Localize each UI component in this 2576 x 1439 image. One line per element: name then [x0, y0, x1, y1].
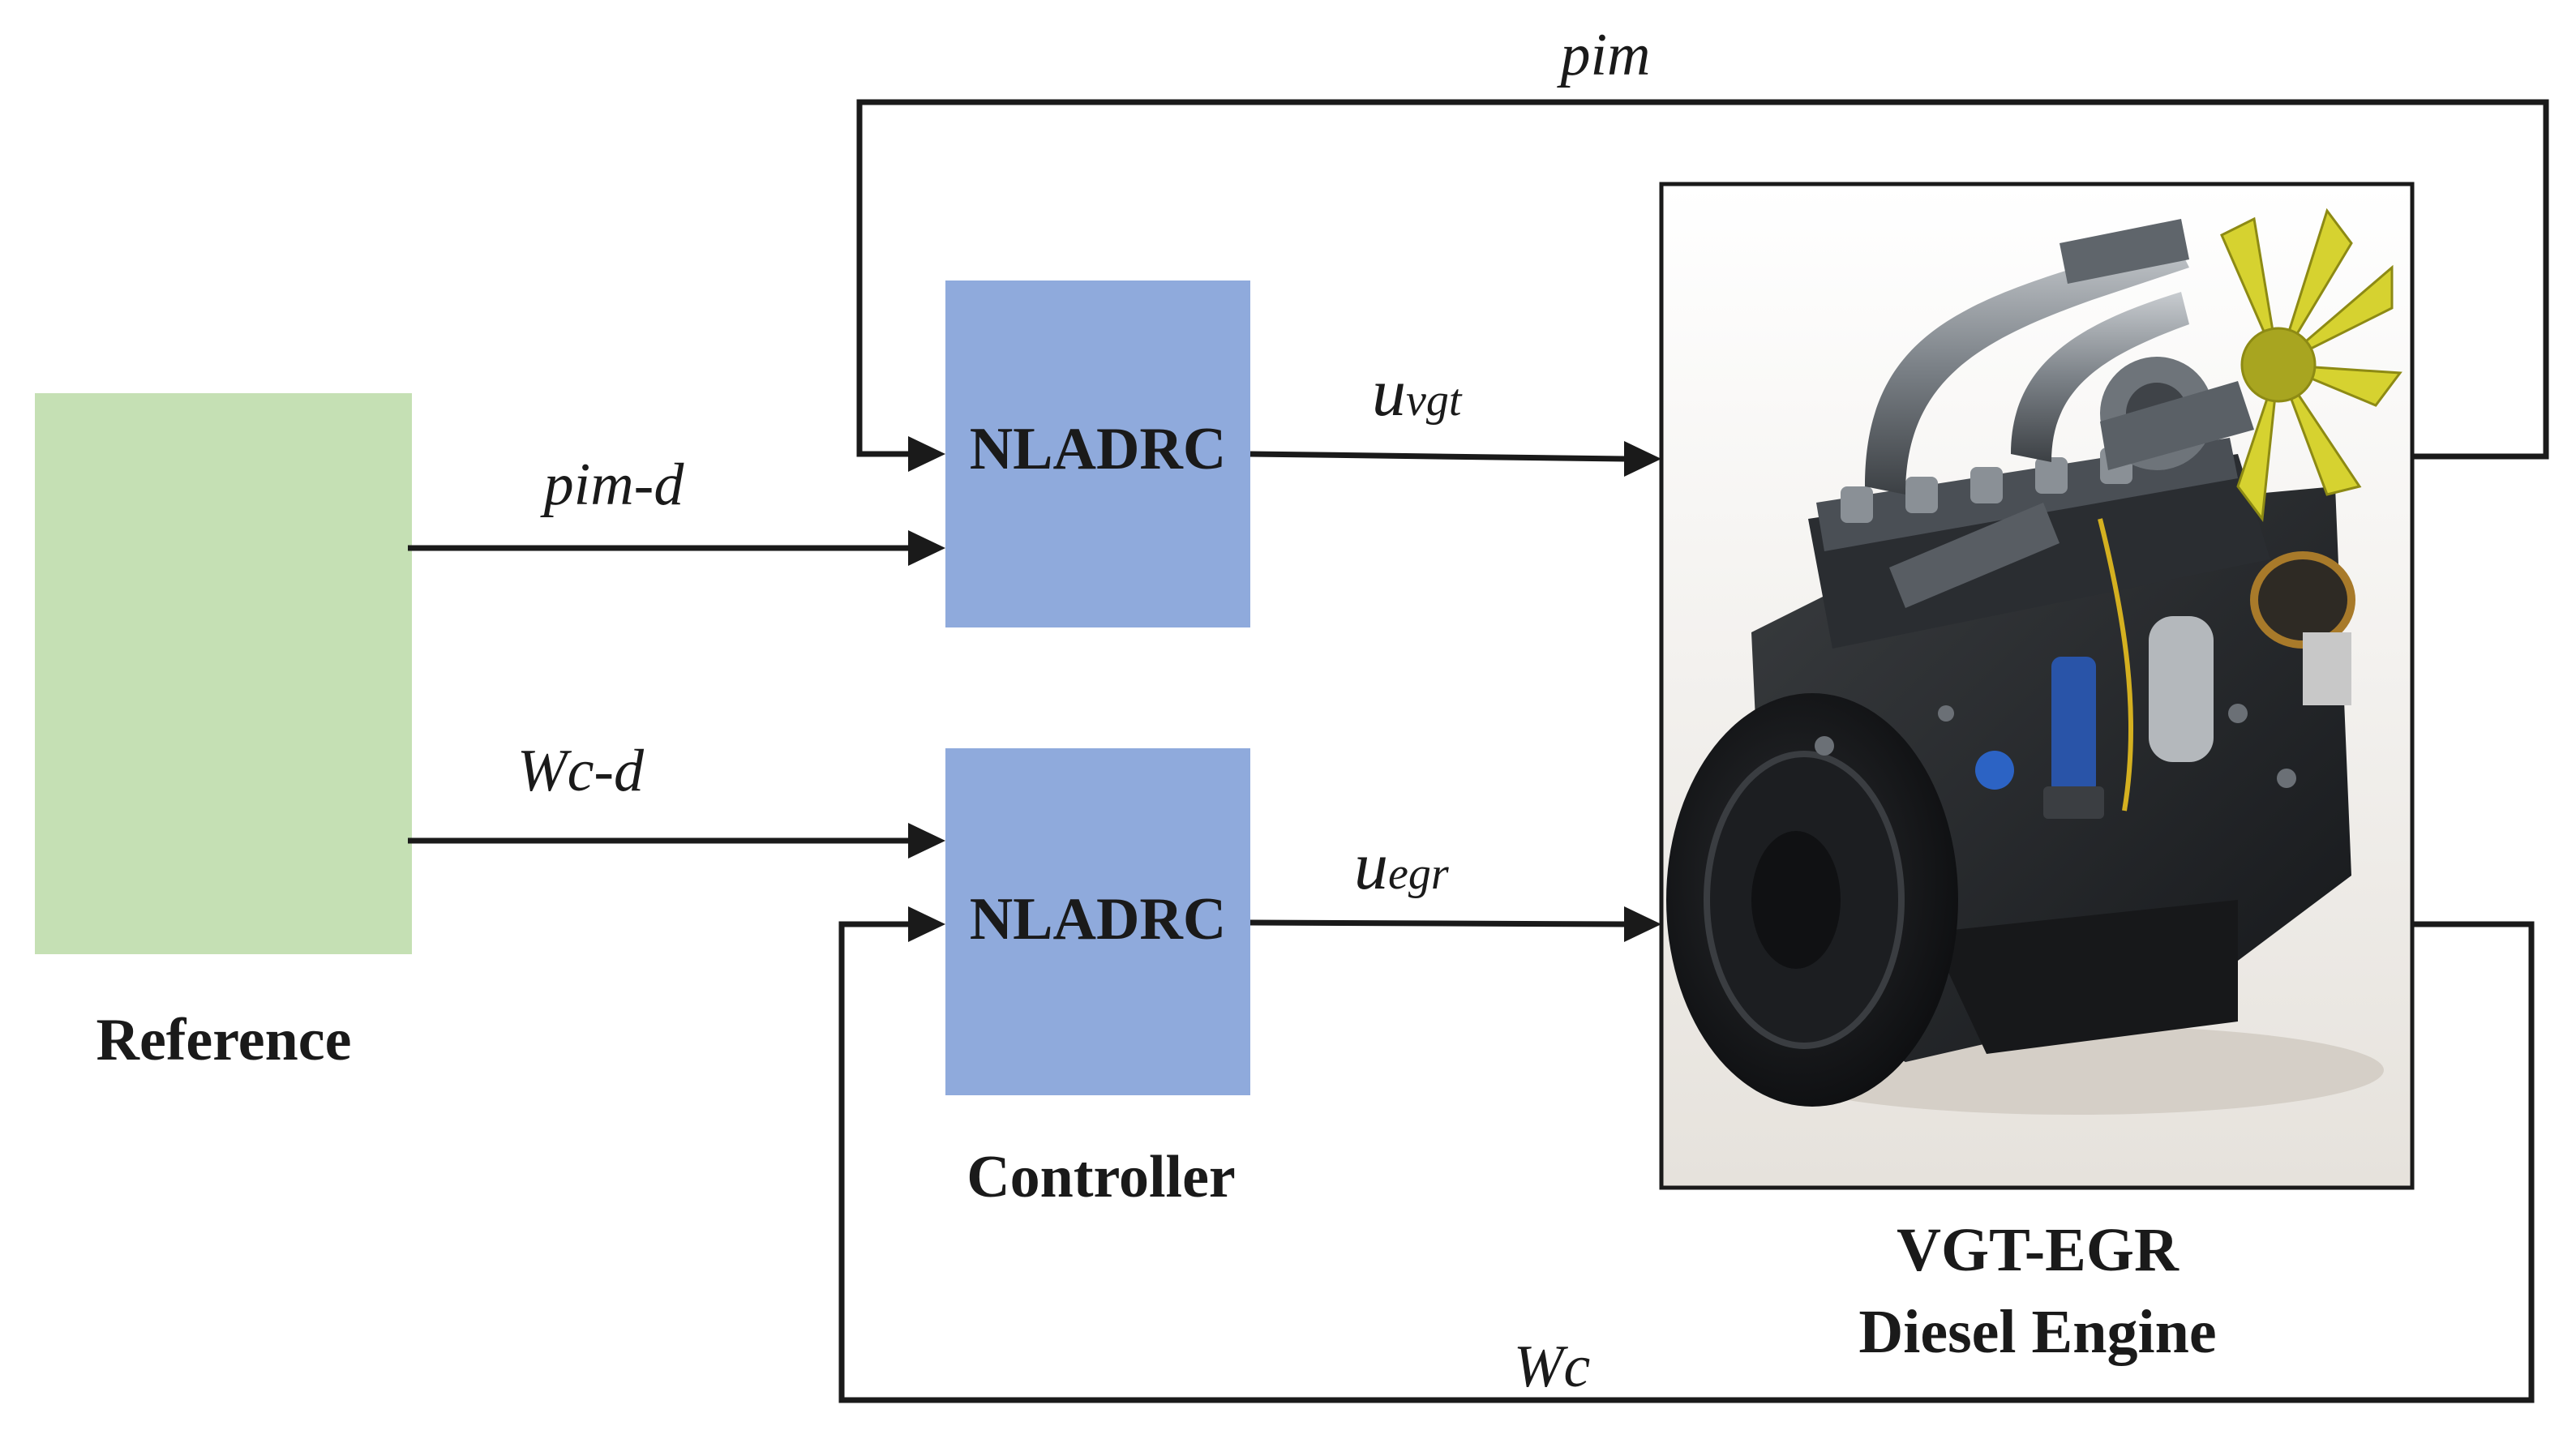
label-pim-feedback: pim	[1557, 22, 1651, 88]
reference-caption: Reference	[96, 1007, 352, 1073]
engine-box	[1659, 182, 2415, 1190]
nladrc-block-bottom	[945, 748, 1250, 1095]
fan-icon	[2220, 208, 2402, 522]
nladrc-block-top	[945, 281, 1250, 627]
label-u-vgt-main: u	[1372, 355, 1406, 430]
arrowhead-u-egr	[1624, 906, 1661, 942]
arrowhead-u-vgt	[1624, 441, 1661, 477]
label-wc-d: Wc-d	[517, 738, 645, 804]
nladrc-bottom-label: NLADRC	[970, 886, 1227, 953]
label-u-egr: uegr	[1354, 829, 1449, 904]
engine-caption-line2: Diesel Engine	[1858, 1298, 2216, 1366]
reference-block	[35, 393, 412, 954]
arrowhead-pim-feedback	[908, 436, 945, 472]
controller-caption: Controller	[967, 1144, 1236, 1210]
label-wc-feedback: Wc	[1514, 1334, 1591, 1400]
label-u-vgt: uvgt	[1372, 355, 1463, 430]
label-u-egr-main: u	[1354, 829, 1388, 904]
wire-wc-feedback	[838, 921, 2535, 1403]
wire-u-vgt	[1249, 451, 1625, 462]
arrowhead-wc-d	[908, 823, 945, 859]
label-pim-d: pim-d	[540, 452, 685, 518]
nladrc-top-label: NLADRC	[970, 416, 1227, 482]
label-u-vgt-sub: vgt	[1406, 375, 1463, 426]
arrowhead-wc-feedback	[908, 906, 945, 942]
wire-u-egr	[1249, 919, 1625, 927]
label-u-egr-sub: egr	[1388, 849, 1449, 899]
wire-pim-feedback	[856, 99, 2549, 460]
diesel-engine-picture	[1661, 184, 2412, 1188]
engine-caption-line1: VGT-EGR	[1897, 1216, 2180, 1284]
arrowhead-pim-d	[908, 530, 945, 566]
